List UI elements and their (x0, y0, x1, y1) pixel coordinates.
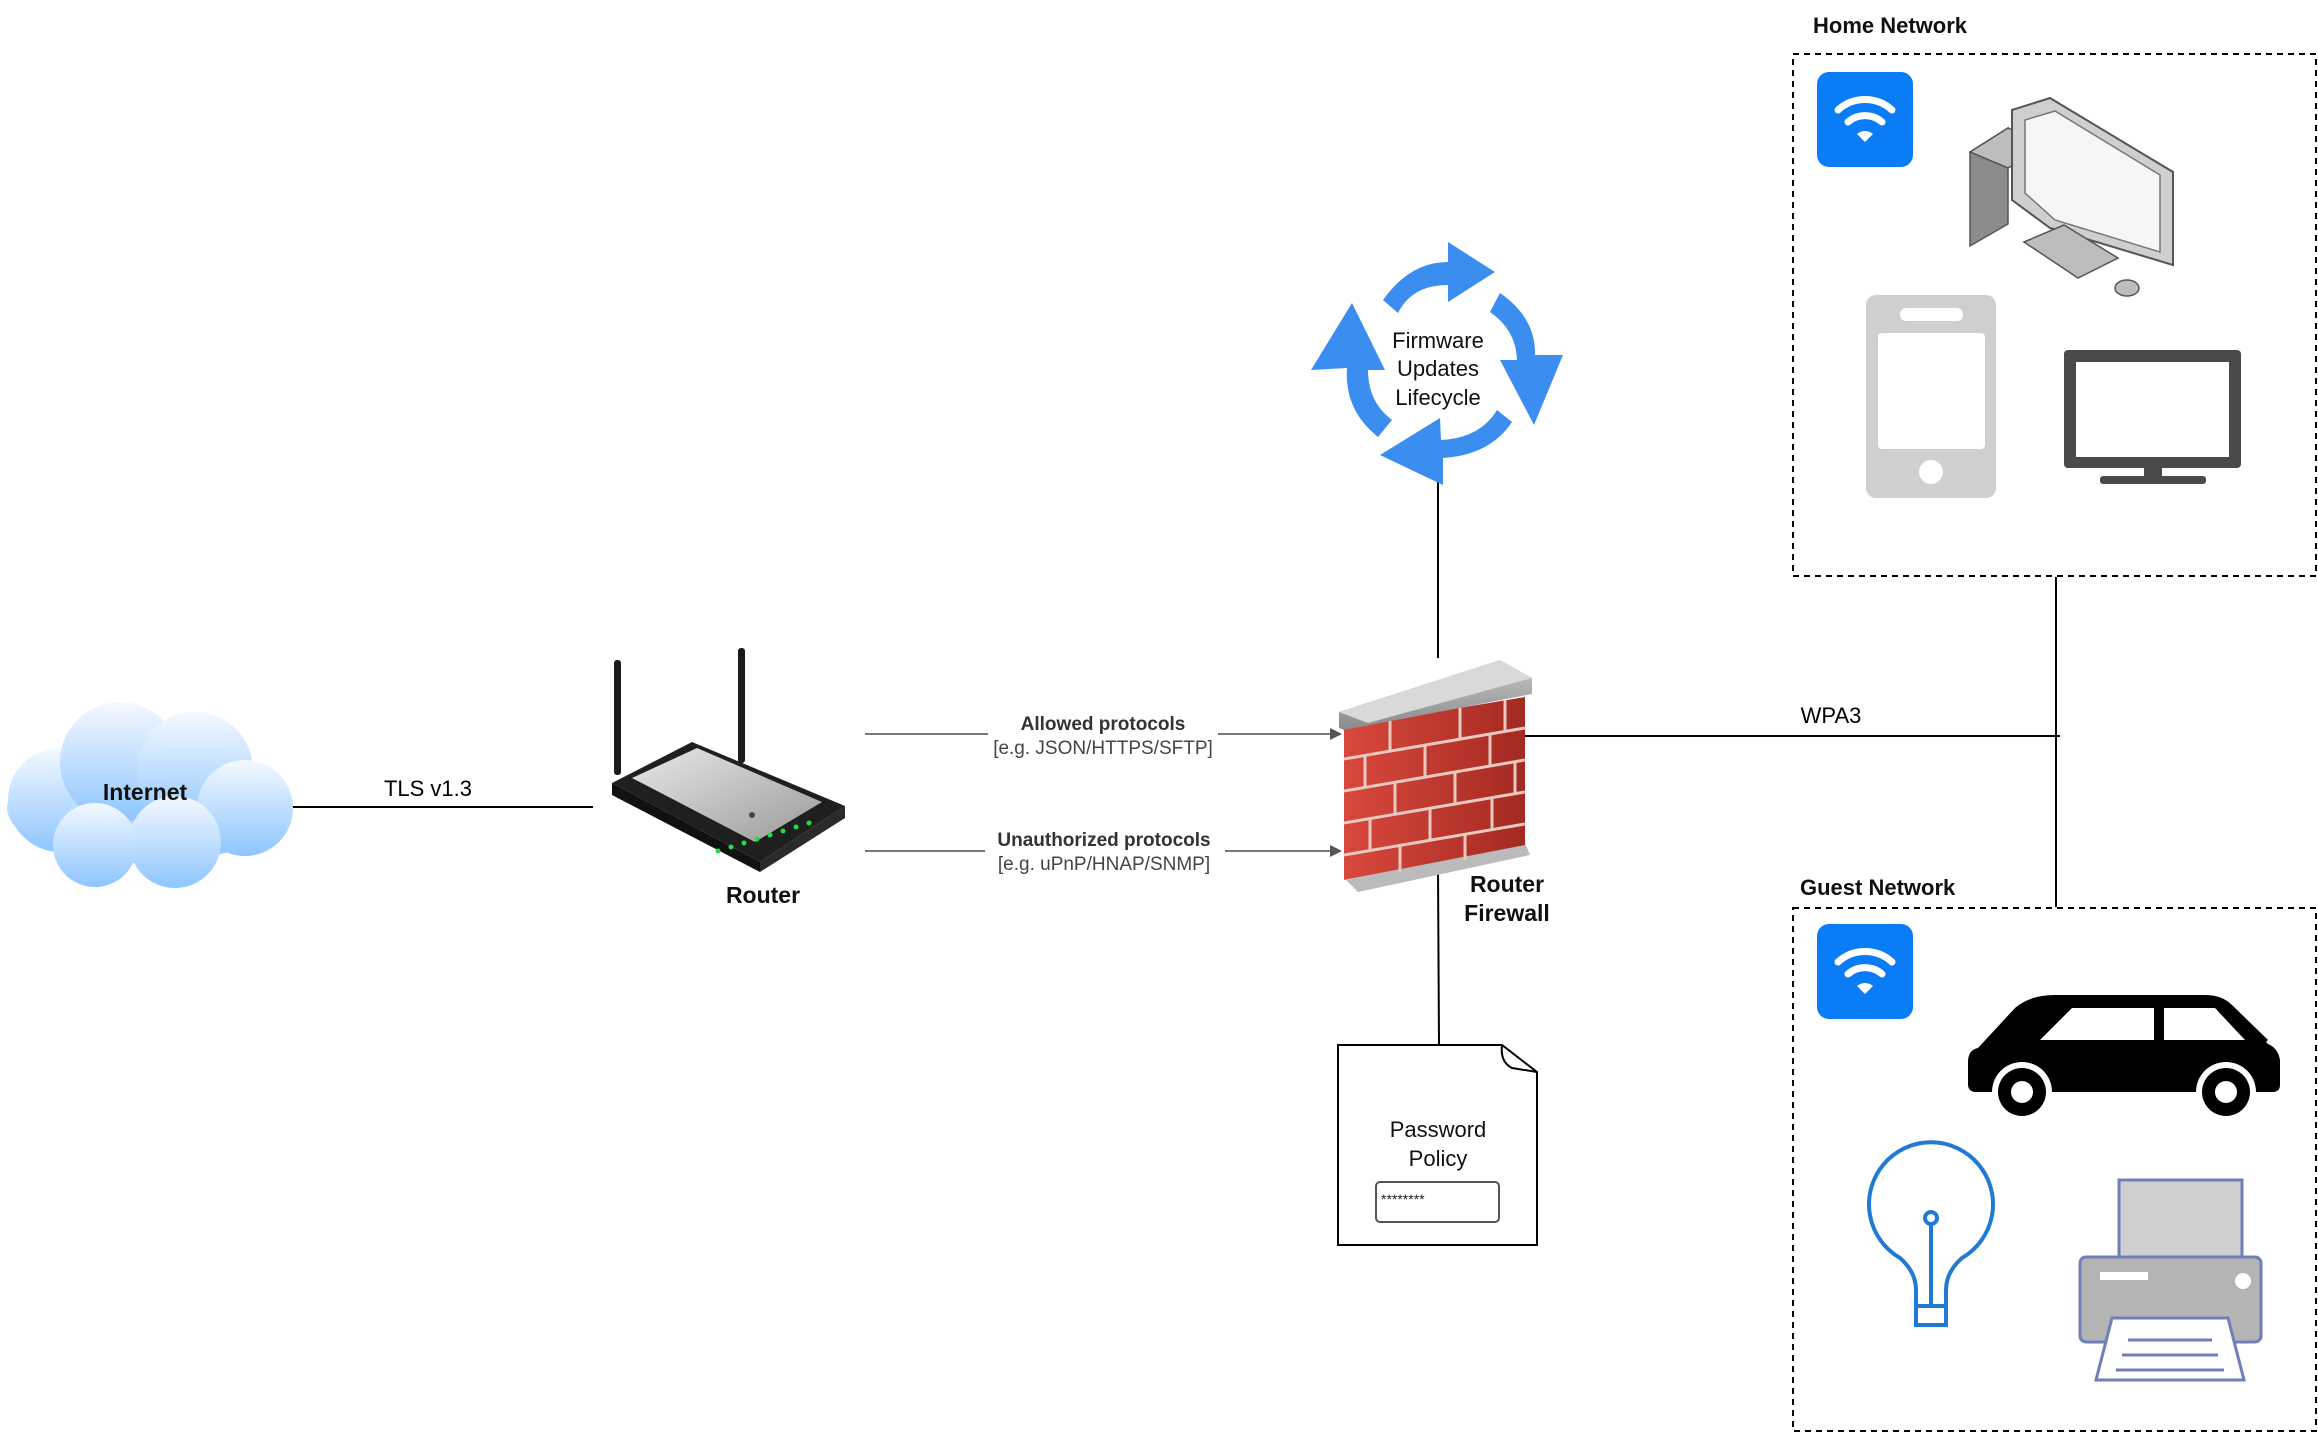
password-label-line2: Policy (1409, 1146, 1468, 1171)
router-node[interactable]: Router (612, 648, 845, 908)
edge-tls-label: TLS v1.3 (384, 776, 472, 801)
firewall-node[interactable]: Router Firewall (1339, 660, 1550, 926)
edges: TLS v1.3 Allowed protocols [e.g. JSON/HT… (287, 482, 2060, 1046)
firewall-label-line2: Firewall (1464, 900, 1550, 926)
printer-icon (2078, 1178, 2263, 1382)
wireless-router-icon (612, 648, 845, 872)
brick-wall-icon (1339, 660, 1532, 892)
edge-unauthorized-title: Unauthorized protocols (997, 830, 1210, 851)
edge-wpa3-label: WPA3 (1801, 703, 1862, 728)
cloud-icon (7, 702, 293, 888)
password-label-line1: Password (1390, 1117, 1487, 1142)
car-icon (1968, 995, 2280, 1116)
router-label: Router (726, 882, 800, 908)
monitor-icon (2064, 350, 2241, 484)
home-network-group[interactable]: Home Network (1792, 13, 2317, 577)
cycle-arrows-icon (1311, 242, 1563, 485)
password-field-value: ******** (1381, 1191, 1425, 1207)
firmware-label-line2: Updates (1397, 356, 1479, 381)
firmware-label-line3: Lifecycle (1395, 385, 1481, 410)
guest-network-box (1792, 907, 2317, 1432)
firmware-updates-node[interactable]: Firmware Updates Lifecycle (1311, 242, 1563, 485)
internet-label: Internet (103, 779, 188, 805)
mobile-phone-icon (1866, 295, 1996, 498)
home-network-title: Home Network (1813, 13, 1968, 38)
password-policy-node[interactable]: Password Policy ******** (1337, 1044, 1538, 1246)
guest-network-group[interactable]: Guest Network (1792, 875, 2317, 1432)
edge-firewall-password[interactable] (1437, 869, 1440, 1046)
internet-node[interactable]: Internet (7, 702, 293, 888)
firewall-label-line1: Router (1470, 871, 1544, 897)
wifi-icon (1817, 924, 1913, 1019)
lightbulb-icon (1867, 1140, 1995, 1327)
edge-allowed-title: Allowed protocols (1021, 714, 1186, 735)
edge-allowed-subtitle: [e.g. JSON/HTTPS/SFTP] (993, 738, 1213, 759)
edge-unauthorized-subtitle: [e.g. uPnP/HNAP/SNMP] (998, 854, 1210, 875)
guest-network-title: Guest Network (1800, 875, 1956, 900)
password-field (1375, 1181, 1500, 1223)
wifi-icon (1817, 72, 1913, 167)
firmware-label-line1: Firmware (1392, 328, 1484, 353)
desktop-computer-icon (1968, 96, 2174, 297)
home-network-box (1792, 53, 2317, 577)
